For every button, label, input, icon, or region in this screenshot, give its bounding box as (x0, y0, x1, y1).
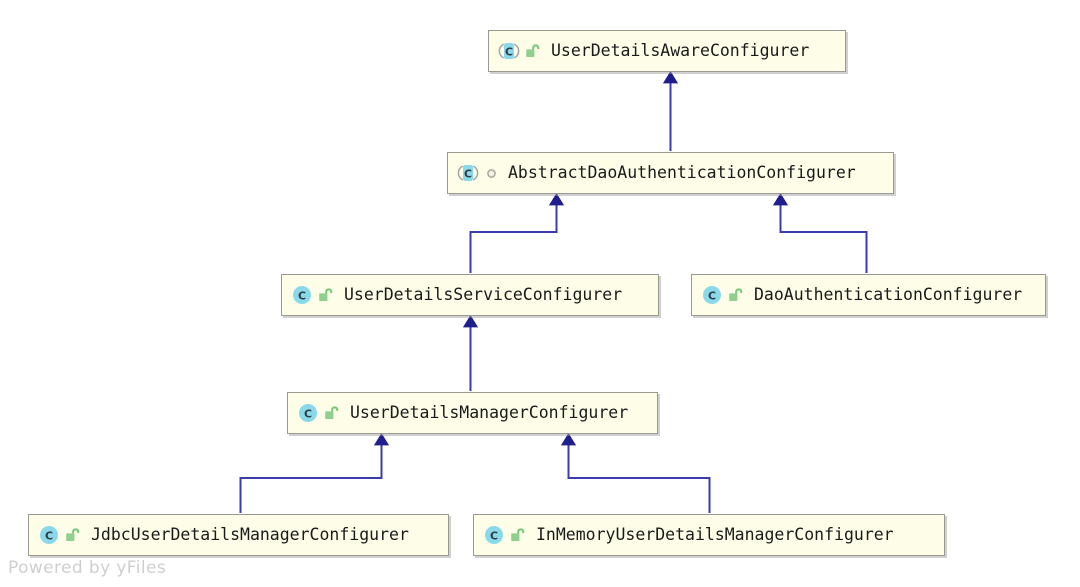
concrete-class-icon: C (291, 284, 313, 306)
class-name-label: InMemoryUserDetailsManagerConfigurer (536, 524, 894, 544)
class-node-dao-authentication-configurer[interactable]: C DaoAuthenticationConfigurer (691, 274, 1046, 316)
concrete-class-icon: C (701, 284, 723, 306)
class-name-label: UserDetailsAwareConfigurer (551, 40, 810, 60)
package-dot-icon (479, 168, 497, 179)
class-name-label: DaoAuthenticationConfigurer (754, 284, 1023, 304)
open-lock-icon (319, 405, 339, 421)
interface-class-icon: C (498, 40, 520, 62)
open-lock-icon (520, 43, 540, 59)
class-node-user-details-manager-configurer[interactable]: C UserDetailsManagerConfigurer (287, 392, 658, 434)
edge-service-to-abstract (469, 193, 565, 273)
edge-jdbc-to-manager (239, 433, 390, 513)
open-lock-icon (313, 287, 333, 303)
class-name-label: UserDetailsManagerConfigurer (350, 402, 629, 422)
open-lock-icon (505, 527, 525, 543)
svg-text:C: C (45, 529, 53, 542)
class-node-user-details-aware-configurer[interactable]: C UserDetailsAwareConfigurer (488, 30, 846, 72)
concrete-class-icon: C (483, 524, 505, 546)
edge-inmemory-to-manager (560, 433, 711, 513)
svg-text:C: C (304, 407, 312, 420)
class-name-label: UserDetailsServiceConfigurer (344, 284, 623, 304)
class-name-label: AbstractDaoAuthenticationConfigurer (508, 162, 856, 182)
open-lock-icon (60, 527, 80, 543)
class-name-label: JdbcUserDetailsManagerConfigurer (91, 524, 409, 544)
svg-text:C: C (298, 289, 306, 302)
svg-text:C: C (464, 168, 472, 181)
class-node-in-memory-user-details-manager-configurer[interactable]: C InMemoryUserDetailsManagerConfigurer (473, 514, 945, 556)
edge-dao-to-abstract (772, 193, 868, 273)
open-lock-icon (723, 287, 743, 303)
class-node-abstract-dao-authentication-configurer[interactable]: C AbstractDaoAuthenticationConfigurer (447, 152, 894, 194)
class-node-user-details-service-configurer[interactable]: C UserDetailsServiceConfigurer (281, 274, 659, 316)
concrete-class-icon: C (297, 402, 319, 424)
svg-text:C: C (505, 46, 513, 59)
class-node-jdbc-user-details-manager-configurer[interactable]: C JdbcUserDetailsManagerConfigurer (28, 514, 449, 556)
concrete-class-icon: C (38, 524, 60, 546)
interface-class-icon: C (457, 162, 479, 184)
yfiles-watermark: Powered by yFiles (8, 558, 167, 578)
svg-text:C: C (708, 289, 716, 302)
svg-text:C: C (490, 529, 498, 542)
